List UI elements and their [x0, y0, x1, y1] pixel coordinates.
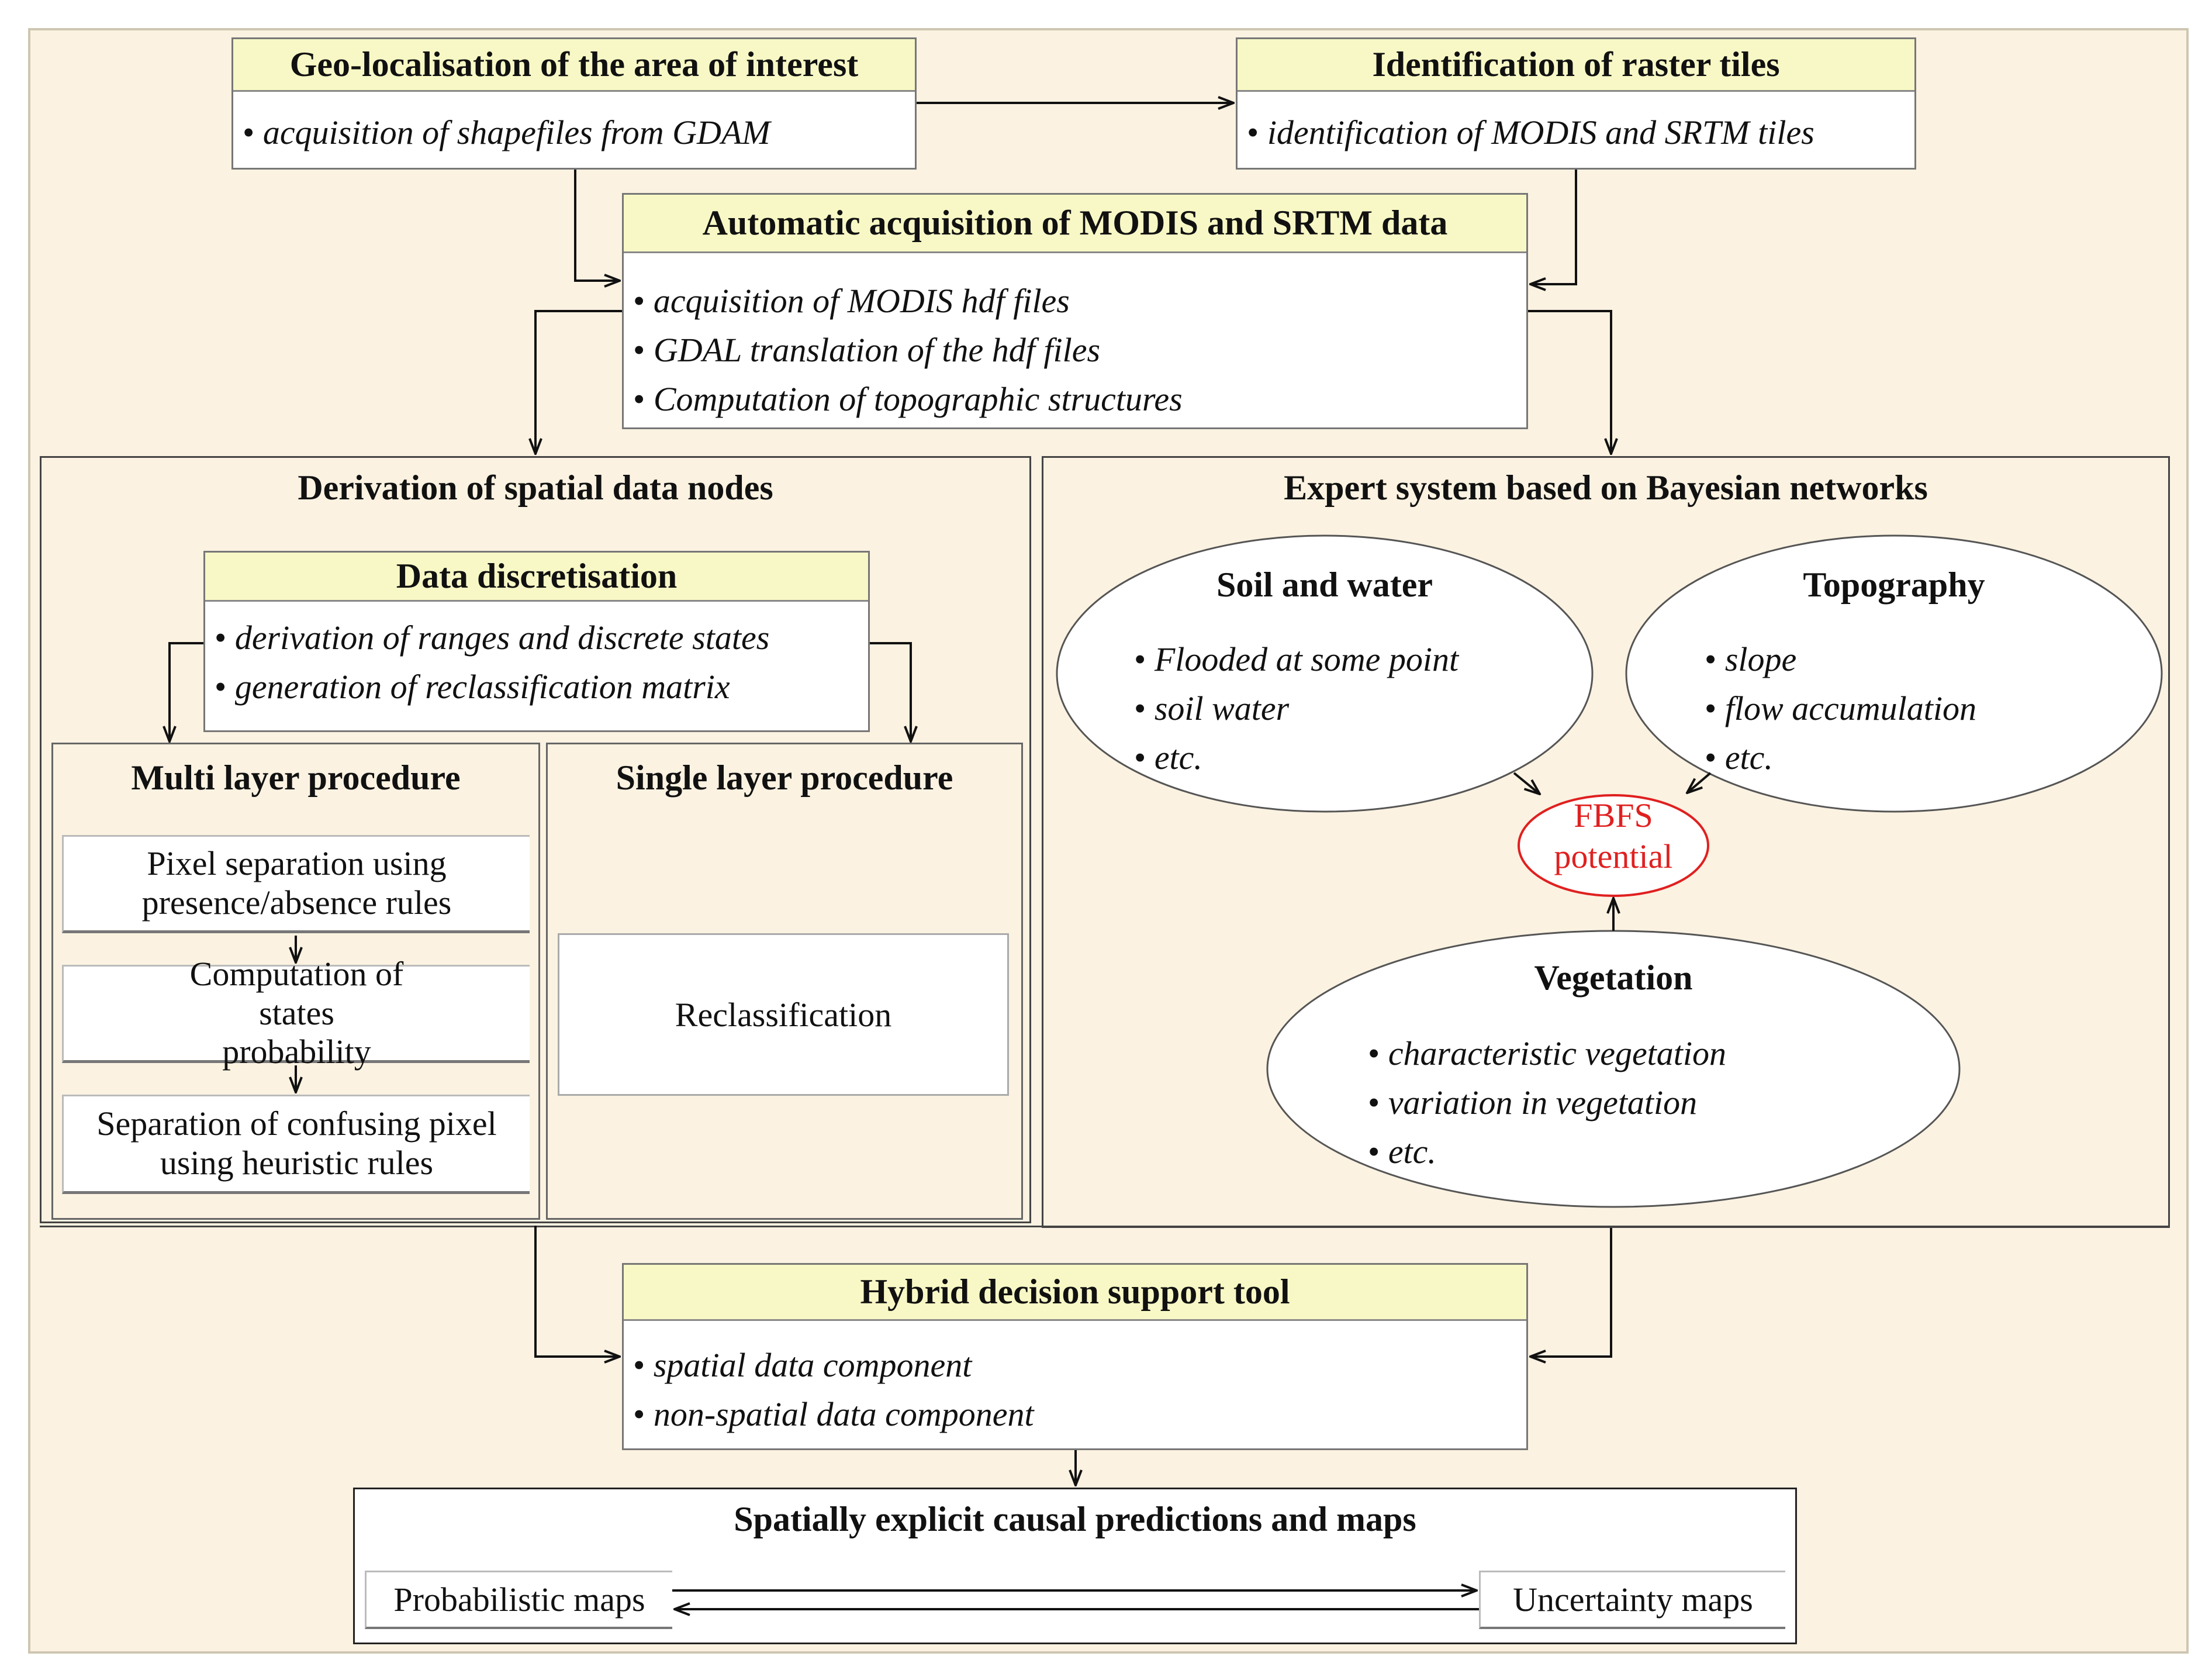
- soil-water-items: Flooded at some point soil water etc.: [1134, 635, 1458, 782]
- single-layer-title: Single layer procedure: [616, 758, 953, 797]
- acquisition-box: Automatic acquisition of MODIS and SRTM …: [622, 193, 1528, 429]
- hybrid-box: Hybrid decision support tool spatial dat…: [622, 1263, 1528, 1450]
- list-item: soil water: [1134, 684, 1458, 733]
- list-item: acquisition of shapefiles from GDAM: [243, 113, 915, 152]
- raster-tiles-box: Identification of raster tiles identific…: [1236, 37, 1916, 170]
- raster-tiles-items: identification of MODIS and SRTM tiles: [1238, 92, 1914, 152]
- topography-items: slope flow accumulation etc.: [1705, 635, 1976, 782]
- geo-localisation-title: Geo-localisation of the area of interest: [233, 39, 915, 92]
- list-item: etc.: [1134, 733, 1458, 782]
- list-item: slope: [1705, 635, 1976, 684]
- list-item: etc.: [1705, 733, 1976, 782]
- list-item: non-spatial data component: [633, 1390, 1526, 1439]
- acquisition-title: Automatic acquisition of MODIS and SRTM …: [624, 195, 1526, 253]
- hybrid-divider: [40, 1226, 2170, 1227]
- soil-water-title: Soil and water: [1216, 565, 1433, 604]
- derivation-title: Derivation of spatial data nodes: [298, 468, 773, 507]
- topography-title: Topography: [1803, 565, 1985, 604]
- single-layer-panel: [546, 743, 1023, 1220]
- list-item: GDAL translation of the hdf files: [633, 326, 1526, 375]
- list-item: characteristic vegetation: [1368, 1029, 1726, 1078]
- uncertainty-maps-box: Uncertainty maps: [1479, 1571, 1785, 1629]
- list-item: Computation of topographic structures: [633, 375, 1526, 424]
- multi-layer-title: Multi layer procedure: [131, 758, 461, 797]
- list-item: derivation of ranges and discrete states: [215, 613, 868, 663]
- fbfs-label: FBFS: [1574, 796, 1653, 834]
- pixel-separation-step: Pixel separation using presence/absence …: [62, 835, 530, 933]
- discretisation-items: derivation of ranges and discrete states…: [205, 602, 868, 712]
- confusing-pixel-step: Separation of confusing pixel using heur…: [62, 1095, 530, 1194]
- geo-localisation-items: acquisition of shapefiles from GDAM: [233, 92, 915, 152]
- list-item: Flooded at some point: [1134, 635, 1458, 684]
- fbfs-potential-node: FBFS potential: [1519, 795, 1708, 877]
- discretisation-box: Data discretisation derivation of ranges…: [203, 551, 870, 732]
- derivation-region: [40, 456, 1031, 1223]
- vegetation-title: Vegetation: [1534, 958, 1693, 997]
- geo-localisation-box: Geo-localisation of the area of interest…: [231, 37, 917, 170]
- maps-title: Spatially explicit causal predictions an…: [734, 1500, 1416, 1538]
- expert-title: Expert system based on Bayesian networks: [1284, 468, 1928, 507]
- hybrid-items: spatial data component non-spatial data …: [624, 1321, 1526, 1439]
- multi-layer-panel: [51, 743, 540, 1220]
- states-probability-step: Computation of states probability: [62, 955, 530, 1071]
- discretisation-title: Data discretisation: [205, 553, 868, 602]
- list-item: generation of reclassification matrix: [215, 663, 868, 712]
- list-item: variation in vegetation: [1368, 1078, 1726, 1127]
- list-item: flow accumulation: [1705, 684, 1976, 733]
- hybrid-title: Hybrid decision support tool: [624, 1265, 1526, 1321]
- probabilistic-maps-box: Probabilistic maps: [365, 1571, 672, 1629]
- list-item: etc.: [1368, 1127, 1726, 1176]
- list-item: spatial data component: [633, 1341, 1526, 1390]
- list-item: acquisition of MODIS hdf files: [633, 277, 1526, 326]
- fbfs-sublabel: potential: [1554, 837, 1673, 875]
- vegetation-items: characteristic vegetation variation in v…: [1368, 1029, 1726, 1176]
- acquisition-items: acquisition of MODIS hdf files GDAL tran…: [624, 253, 1526, 424]
- raster-tiles-title: Identification of raster tiles: [1238, 39, 1914, 92]
- reclassification-box: Reclassification: [558, 933, 1009, 1096]
- list-item: identification of MODIS and SRTM tiles: [1247, 113, 1914, 152]
